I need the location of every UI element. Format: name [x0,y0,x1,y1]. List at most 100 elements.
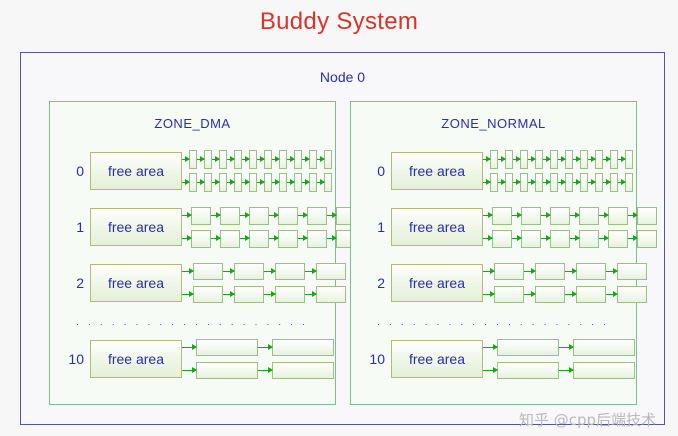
block-chains [182,150,332,192]
page-block [249,150,257,169]
arrow-icon [541,212,551,218]
free-list-chain [182,173,332,192]
order-row: 1 free area [359,204,657,250]
page-block [490,150,498,169]
free-area-box: free area [391,340,483,378]
page-block [220,206,240,225]
free-area-box: free area [90,264,182,302]
page-block [497,339,559,356]
free-area-box: free area [391,264,483,302]
arrow-icon [513,156,521,162]
page-title: Buddy System [259,8,419,35]
free-list-chain [483,262,647,281]
arrow-icon [327,212,337,218]
order-index: 1 [377,219,385,235]
page-block [264,173,272,192]
page-block [617,263,647,280]
page-block [309,150,317,169]
arrow-icon [227,179,235,185]
arrow-icon [182,179,190,185]
free-area-box: free area [90,152,182,190]
arrow-icon [498,156,506,162]
arrow-icon [483,367,498,373]
arrow-icon [483,156,491,162]
page-block [220,229,240,248]
page-block [272,362,334,379]
page-block [219,150,227,169]
arrow-icon [257,179,265,185]
page-block [608,229,628,248]
arrow-icon [588,179,596,185]
free-list-chain [182,229,356,248]
block-chains [483,150,633,192]
page-block [595,150,603,169]
arrow-icon [302,179,310,185]
order-row: 2 free area [58,260,346,306]
page-block [494,286,524,303]
block-chains [483,262,647,304]
page-block [189,150,197,169]
arrow-icon [628,212,638,218]
page-block [580,173,588,192]
order-row: 0 free area [58,148,332,194]
block-chains [483,338,635,380]
order-index: 1 [76,219,84,235]
arrow-icon [211,235,221,241]
arrow-icon [182,291,194,297]
page-block [307,229,327,248]
free-list-chain [483,338,635,357]
arrow-icon [223,291,235,297]
free-list-chain [483,361,635,380]
page-block [579,229,599,248]
arrow-icon [317,179,325,185]
page-block [191,206,211,225]
order-row: 0 free area [359,148,633,194]
page-block [610,150,618,169]
page-block [576,263,606,280]
arrow-icon [264,291,276,297]
block-chains [182,262,346,304]
arrow-icon [240,212,250,218]
arrow-icon [242,156,250,162]
page-block [550,206,570,225]
arrow-icon [223,268,235,274]
order-row: 1 free area [58,204,356,250]
arrow-icon [483,344,498,350]
page-block [550,150,558,169]
free-list-chain [182,338,334,357]
page-block [193,286,223,303]
page-block [191,229,211,248]
arrow-icon [182,235,192,241]
page-block [234,173,242,192]
page-block [219,173,227,192]
arrow-icon [558,179,566,185]
page-block [520,173,528,192]
arrow-icon [524,268,536,274]
page-block [579,206,599,225]
free-list-chain [483,285,647,304]
arrow-icon [599,235,609,241]
page-block [204,173,212,192]
order-index: 0 [76,163,84,179]
page-block [324,173,332,192]
free-list-chain [483,173,633,192]
ellipsis-separator: · · · · · · · · · · · · · · · · · · · · … [76,320,308,329]
page-block [550,173,558,192]
page-block [535,263,565,280]
page-block [520,150,528,169]
arrow-icon [573,156,581,162]
node-frame: Node 0 ZONE_DMA 0 free area 1 free area … [20,52,665,425]
free-area-box: free area [90,340,182,378]
page-block [576,286,606,303]
page-block [309,173,317,192]
arrow-icon [483,291,495,297]
free-area-box: free area [391,152,483,190]
arrow-icon [603,179,611,185]
arrow-icon [272,156,280,162]
page-block [272,339,334,356]
arrow-icon [606,291,618,297]
page-block [535,286,565,303]
page-block [249,206,269,225]
page-block [580,150,588,169]
